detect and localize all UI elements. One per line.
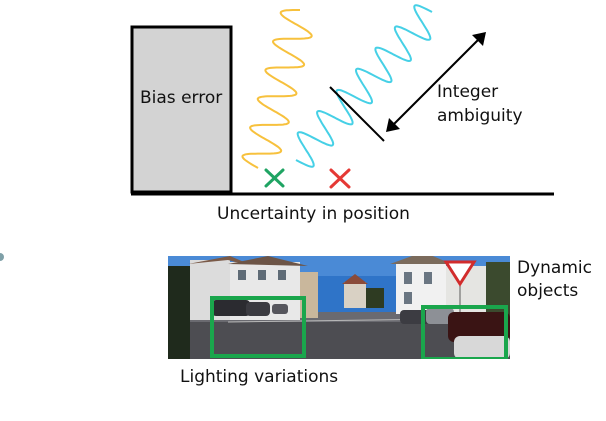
dynamic-objects-label-line1: Dynamic: [517, 258, 592, 278]
ambiguity-double-arrow: [386, 32, 486, 132]
green-cross-icon: [264, 168, 285, 188]
orange-signal-wave: [241, 9, 313, 169]
integer-ambiguity-label-line2: ambiguity: [437, 106, 523, 126]
dynamic-objects-label-line2: objects: [517, 281, 579, 301]
edge-dot: [0, 253, 4, 261]
integer-ambiguity-label-line1: Integer: [437, 82, 499, 102]
uncertainty-label: Uncertainty in position: [217, 204, 410, 224]
bias-error-label: Bias error: [140, 88, 223, 108]
bias-error-box: [130, 25, 233, 194]
cyan-signal-wave: [295, 4, 433, 168]
red-cross-icon: [329, 168, 351, 189]
yield-sign-icon: [443, 260, 477, 316]
dynamic-objects-highlight-box: [421, 305, 508, 359]
lighting-highlight-box: [210, 296, 306, 358]
ambiguity-tick-line: [329, 86, 385, 142]
lighting-variations-label: Lighting variations: [180, 367, 339, 387]
street-scene-photo: [168, 256, 510, 359]
